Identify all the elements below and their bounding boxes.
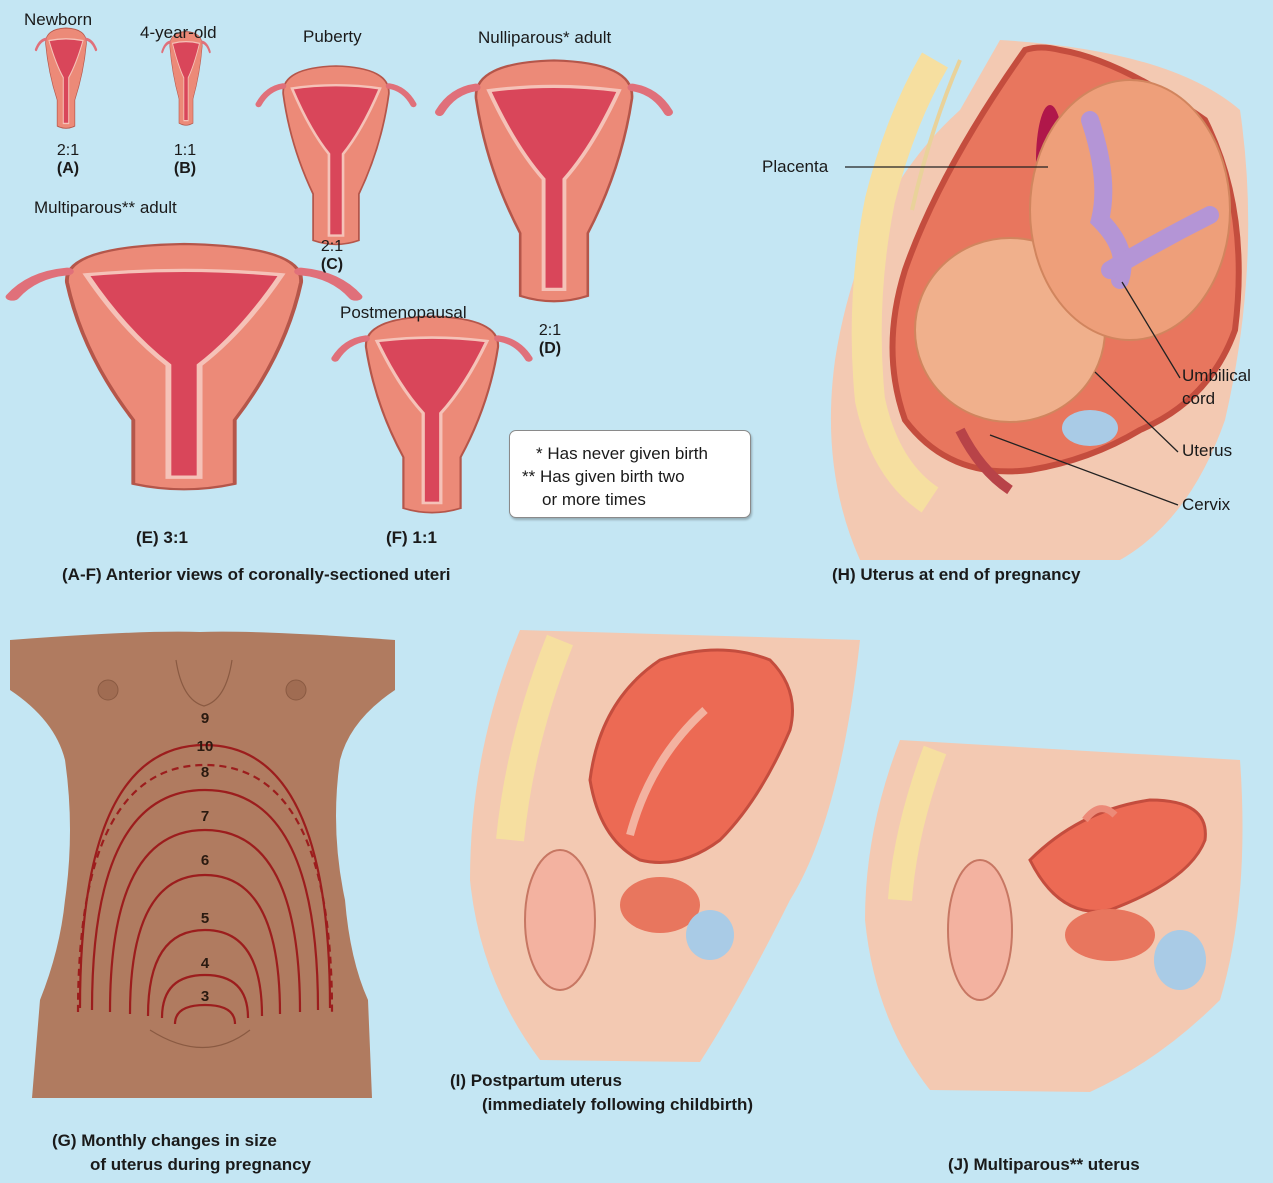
- caption-i-line-2: (immediately following childbirth): [482, 1094, 753, 1116]
- month-label-5: 5: [190, 910, 220, 927]
- ratio-nulliparous: 2:1 (D): [520, 322, 580, 358]
- month-label-4: 4: [190, 955, 220, 972]
- ratio-puberty: 2:1 (C): [302, 238, 362, 274]
- stage-title-postmenopausal: Postmenopausal: [340, 303, 467, 323]
- stage-title-newborn: Newborn: [24, 10, 92, 30]
- ratio-postmenopausal: (F) 1:1: [386, 528, 437, 548]
- uterus-newborn: [36, 28, 96, 128]
- month-label-3: 3: [190, 988, 220, 1005]
- ratio-value: 2:1: [302, 238, 362, 256]
- ratio-value: 2:1: [520, 322, 580, 340]
- uterus-puberty: [259, 66, 414, 244]
- uterus-4-year-old: [162, 32, 210, 126]
- month-label-8: 8: [190, 764, 220, 781]
- multiparous-section-illustration: [865, 740, 1243, 1092]
- ratio-letter: (B): [155, 160, 215, 178]
- label-cervix: Cervix: [1182, 495, 1230, 515]
- month-label-10: 10: [190, 738, 220, 755]
- stage-title-puberty: Puberty: [303, 27, 362, 47]
- month-label-9: 9: [190, 710, 220, 727]
- label-placenta: Placenta: [762, 157, 828, 177]
- caption-i-line-1: (I) Postpartum uterus: [450, 1070, 622, 1092]
- stage-title-nulliparous: Nulliparous* adult: [478, 28, 611, 48]
- stage-title-multiparous: Multiparous** adult: [34, 198, 177, 218]
- caption-h: (H) Uterus at end of pregnancy: [832, 564, 1080, 586]
- ratio-letter: (D): [520, 340, 580, 358]
- legend-line-2: ** Has given birth two: [522, 466, 685, 487]
- uterus-multiparous: [12, 244, 355, 489]
- label-cord: cord: [1182, 389, 1215, 409]
- caption-g-line-1: (G) Monthly changes in size: [52, 1130, 277, 1152]
- label-umbilical: Umbilical: [1182, 366, 1251, 386]
- ratio-value: 1:1: [155, 142, 215, 160]
- pregnancy-section-illustration: [831, 40, 1248, 560]
- legend-line-3: or more times: [542, 489, 646, 510]
- legend-line-1: * Has never given birth: [536, 443, 708, 464]
- caption-j: (J) Multiparous** uterus: [948, 1154, 1140, 1176]
- ratio-letter: (A): [38, 160, 98, 178]
- month-label-7: 7: [190, 808, 220, 825]
- month-label-6: 6: [190, 852, 220, 869]
- postpartum-section-illustration: [470, 630, 860, 1062]
- caption-a-f: (A-F) Anterior views of coronally-sectio…: [62, 564, 451, 586]
- legend-box: * Has never given birth ** Has given bir…: [509, 430, 751, 518]
- ratio-letter: (C): [302, 256, 362, 274]
- uterus-postmenopausal: [335, 316, 529, 512]
- uterus-nulliparous: [440, 60, 669, 301]
- ratio-multiparous: (E) 3:1: [136, 528, 188, 548]
- label-uterus: Uterus: [1182, 441, 1232, 461]
- ratio-value: 2:1: [38, 142, 98, 160]
- caption-g-line-2: of uterus during pregnancy: [90, 1154, 311, 1176]
- stage-title-4-year-old: 4-year-old: [140, 23, 217, 43]
- ratio-newborn: 2:1 (A): [38, 142, 98, 178]
- ratio-4-year-old: 1:1 (B): [155, 142, 215, 178]
